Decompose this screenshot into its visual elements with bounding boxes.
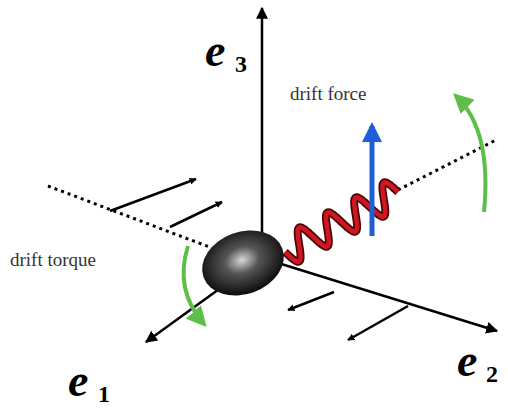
torque-arrow (184, 246, 204, 324)
helix-tail (285, 182, 398, 261)
axis-label: e (457, 338, 477, 384)
helix-axis (48, 186, 212, 248)
torque-arrow (456, 96, 485, 212)
axis-label: e (68, 358, 88, 404)
axis-e2 (262, 258, 497, 331)
flow-arrow (110, 179, 196, 211)
axis-subscript: 3 (235, 52, 247, 76)
helix-strand (285, 182, 398, 261)
axis-subscript: 2 (486, 362, 498, 386)
drift-force-label: drift force (290, 84, 366, 103)
axis-label: e (205, 28, 225, 74)
flow-arrow (348, 306, 408, 340)
sphere-head (193, 220, 293, 307)
drift-force-arrow (370, 126, 375, 236)
flow-arrow (170, 202, 222, 227)
helix-shadow (285, 182, 398, 261)
flow-arrow (288, 292, 334, 310)
axis-e3 (261, 8, 264, 258)
drift-torque-label: drift torque (10, 250, 96, 269)
axis-subscript: 1 (98, 382, 110, 406)
